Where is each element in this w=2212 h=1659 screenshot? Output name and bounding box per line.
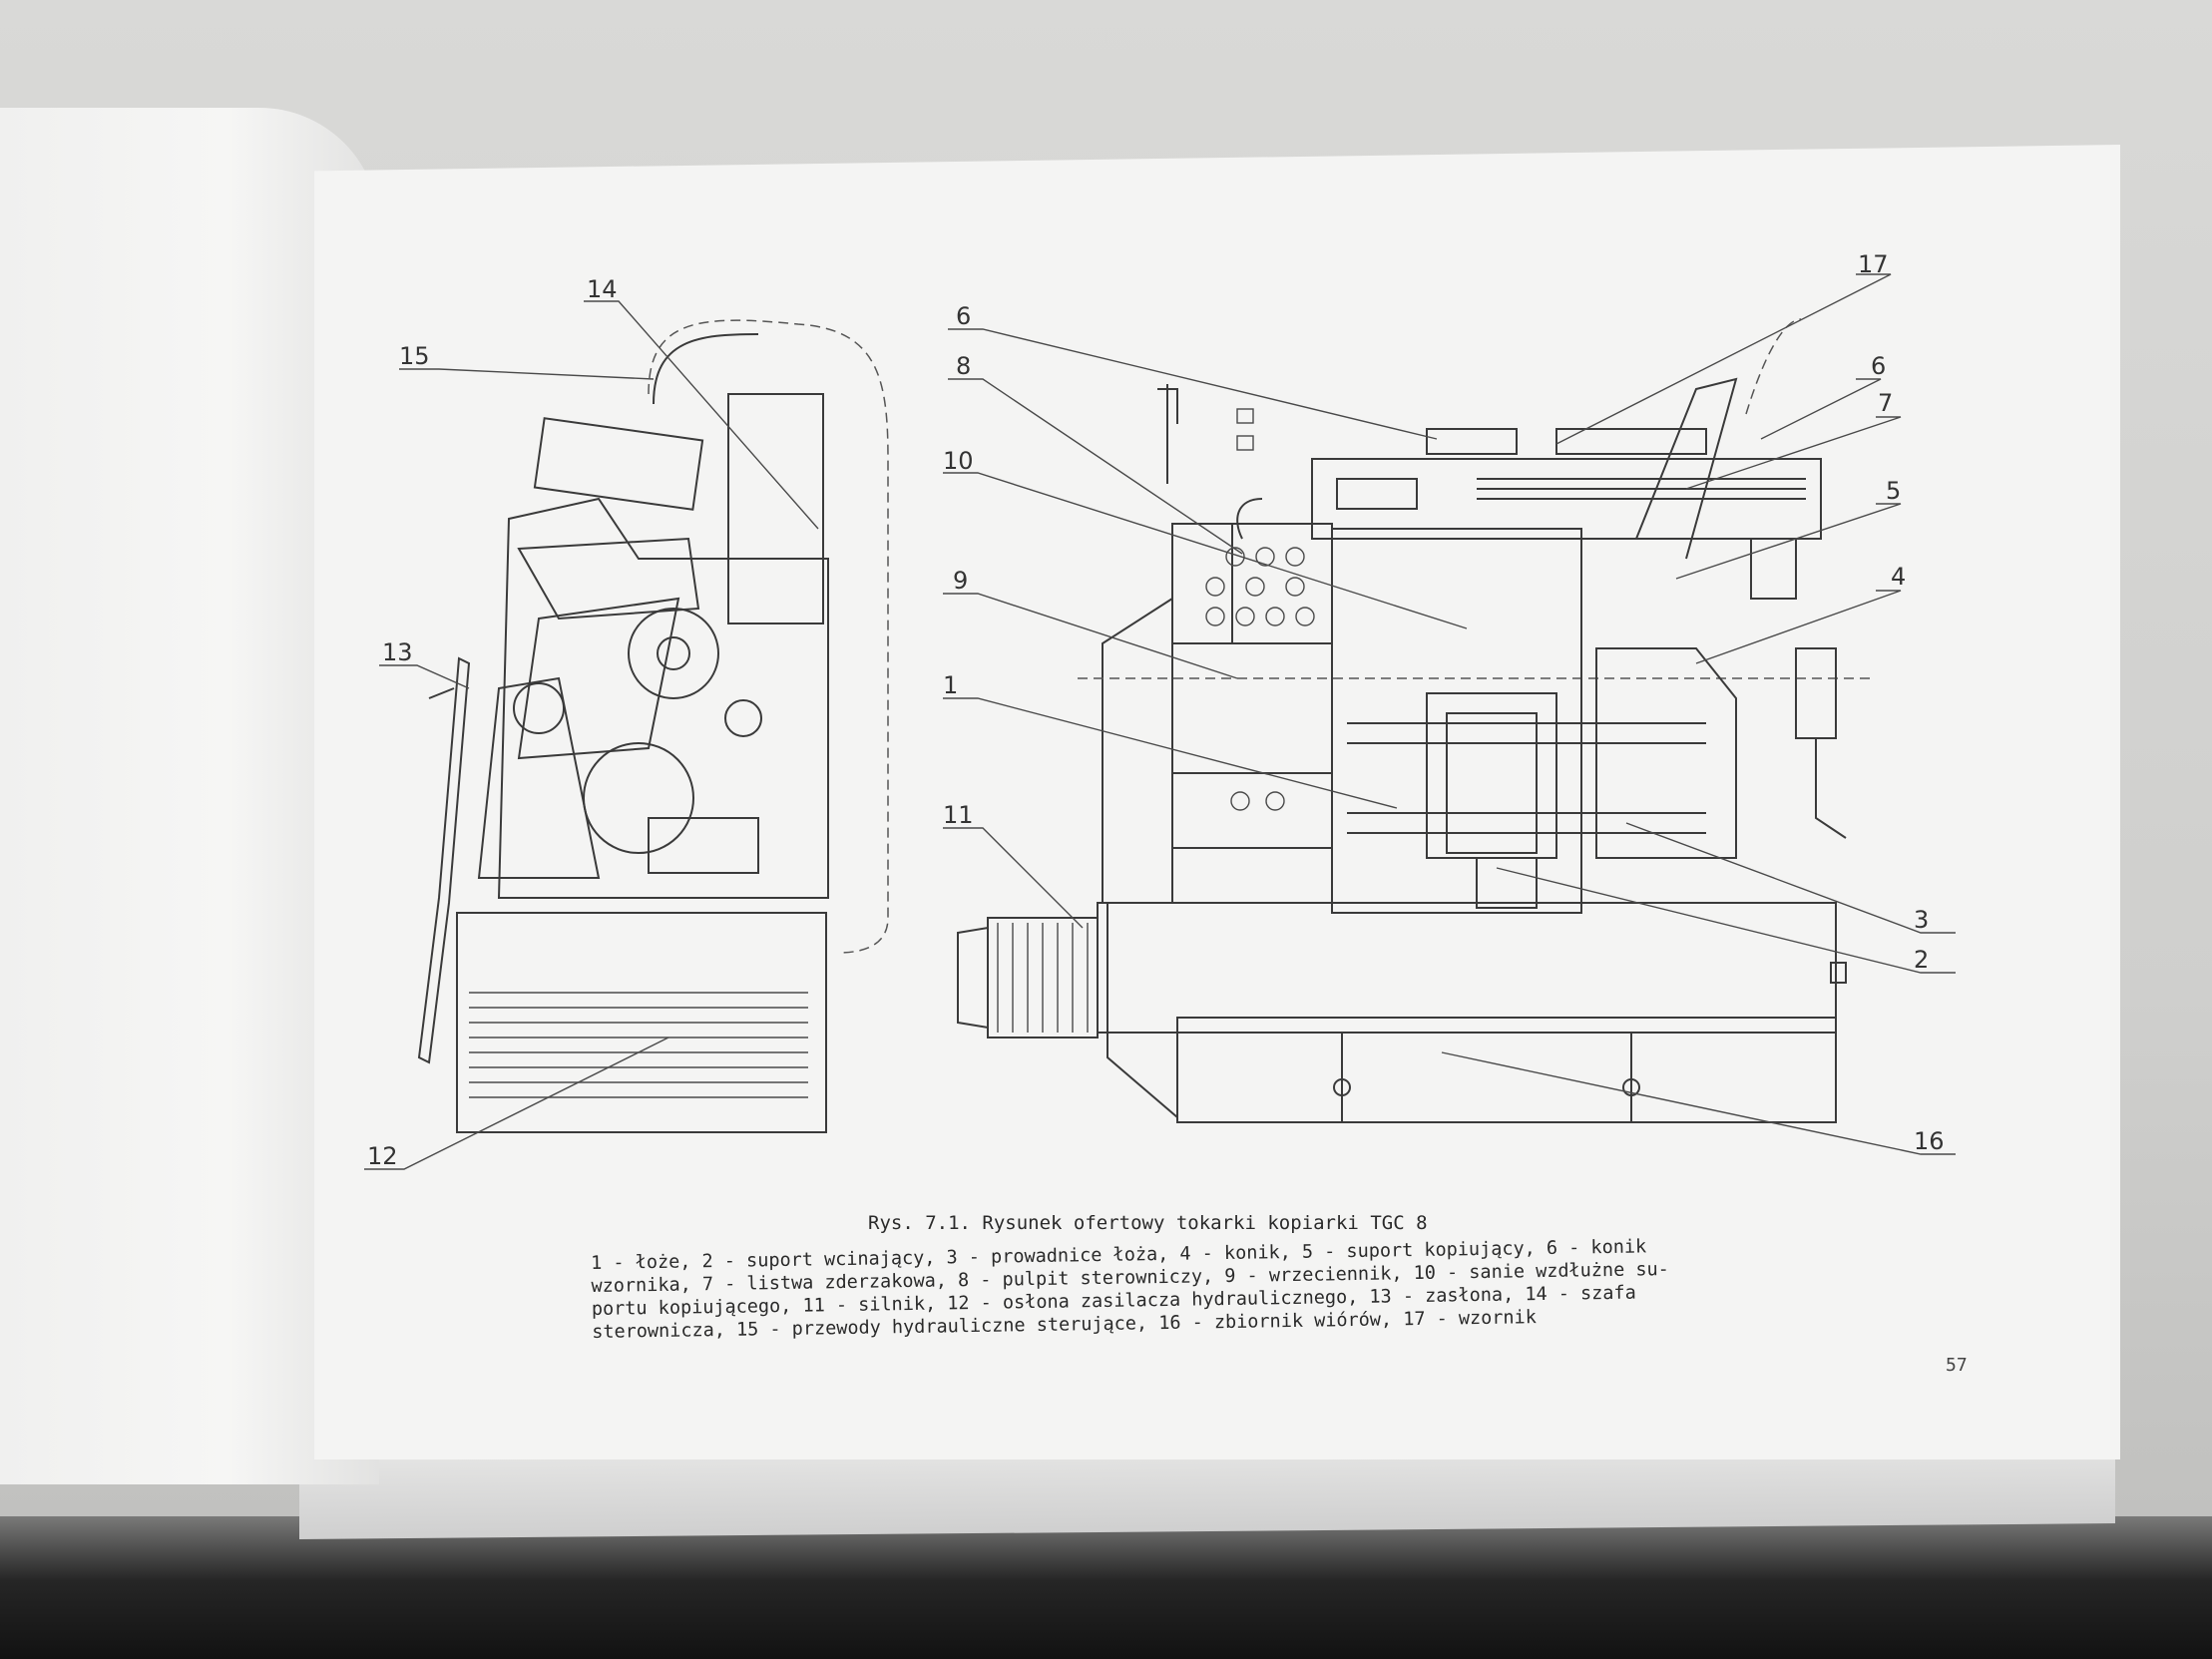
callout-12: 12 bbox=[367, 1142, 398, 1170]
callout-5: 5 bbox=[1886, 477, 1901, 505]
callout-16: 16 bbox=[1914, 1127, 1945, 1155]
callout-14: 14 bbox=[587, 275, 618, 303]
front-view bbox=[957, 318, 1876, 1123]
callout-13: 13 bbox=[382, 638, 413, 666]
callout-2: 2 bbox=[1914, 946, 1929, 974]
technical-drawing: 14 15 13 12 6 8 10 9 1 11 17 6 7 5 4 3 2… bbox=[364, 250, 1956, 1170]
figure-caption-title: Rys. 7.1. Rysunek ofertowy tokarki kopia… bbox=[868, 1212, 1428, 1234]
callout-9: 9 bbox=[953, 567, 968, 595]
callout-4: 4 bbox=[1891, 563, 1906, 591]
callout-numbers: 14 15 13 12 6 8 10 9 1 11 17 6 7 5 4 3 2… bbox=[367, 250, 1945, 1170]
book-right-page bbox=[314, 145, 2120, 1459]
callout-10: 10 bbox=[943, 447, 974, 475]
callout-8: 8 bbox=[956, 352, 971, 380]
side-view bbox=[417, 319, 889, 1133]
page-number: 57 bbox=[1946, 1355, 1968, 1376]
callout-6-left: 6 bbox=[956, 302, 971, 330]
callout-leaders bbox=[364, 273, 1956, 1170]
callout-6-right: 6 bbox=[1871, 352, 1886, 380]
callout-1: 1 bbox=[943, 671, 958, 699]
callout-11: 11 bbox=[943, 801, 974, 829]
figure-caption-legend: 1 - łoże, 2 - suport wcinający, 3 - prow… bbox=[591, 1236, 1669, 1343]
callout-7: 7 bbox=[1878, 389, 1893, 417]
callout-17: 17 bbox=[1858, 250, 1889, 278]
callout-3: 3 bbox=[1914, 906, 1929, 934]
callout-15: 15 bbox=[399, 342, 430, 370]
foreground-shadow bbox=[0, 1516, 2212, 1659]
